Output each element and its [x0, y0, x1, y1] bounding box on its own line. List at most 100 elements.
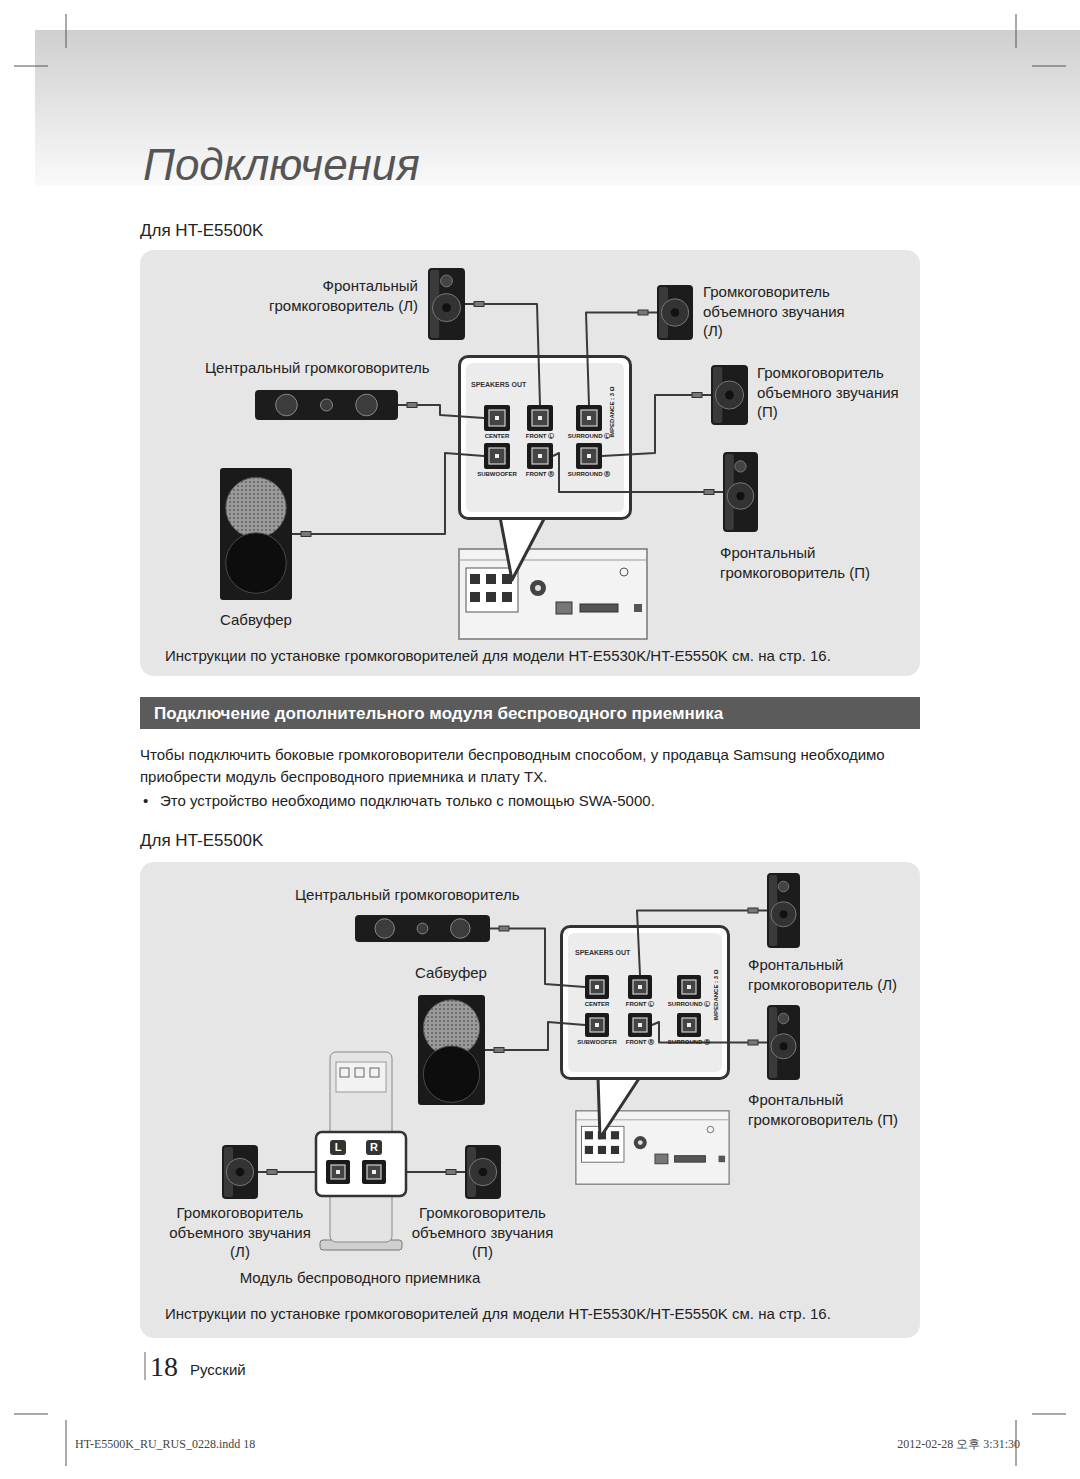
terminal-pin	[638, 985, 642, 989]
tweeter	[778, 881, 789, 892]
terminal-label: FRONT Ⓛ	[515, 433, 565, 440]
subwoofer-cabinet	[220, 468, 292, 600]
terminal-body	[484, 443, 510, 469]
lr-node: R	[362, 1160, 386, 1184]
speaker-dustcap	[736, 492, 744, 500]
speaker-dustcap	[725, 391, 734, 400]
speaker-driver	[715, 381, 743, 409]
terminal-slot	[682, 1018, 696, 1032]
lr-node: L	[326, 1160, 350, 1184]
text-label: 18	[150, 1349, 190, 1385]
speaker-label: Фронтальный громкоговоритель (Л)	[748, 955, 923, 994]
terminal-slot	[331, 1165, 345, 1179]
wire-plug	[692, 393, 702, 398]
speaker-label: Фронтальный громкоговоритель (П)	[748, 1090, 923, 1129]
section-heading: Подключение дополнительного модуля беспр…	[154, 703, 904, 725]
footer-separator	[144, 1352, 146, 1380]
term-graphic	[585, 975, 609, 999]
speaker-label: Фронтальный громкоговоритель (Л)	[243, 276, 418, 315]
speaker-driver	[321, 399, 333, 411]
speaker-wire	[586, 313, 657, 406]
terminal-pin	[595, 1023, 599, 1027]
tower-graphic	[723, 452, 758, 532]
terminal-panel-fill	[560, 925, 730, 1080]
subwoofer-grille	[226, 477, 286, 537]
speaker-cabinet	[355, 915, 490, 942]
subwoofer-port	[226, 533, 286, 593]
wire-plug	[407, 403, 417, 408]
terminal-slot	[367, 1165, 381, 1179]
speaker-cabinet	[657, 285, 693, 340]
term-graphic	[628, 1013, 652, 1037]
diagram-panel	[140, 250, 920, 676]
terminal-body	[677, 1013, 701, 1037]
wire-plug	[494, 1048, 504, 1053]
tower-node: Громкоговоритель объемного звучания (Л)	[657, 285, 693, 340]
speaker-dustcap	[780, 1042, 788, 1050]
terminal-pin	[587, 416, 591, 420]
speaker-driver	[661, 299, 688, 326]
lr-graphic	[362, 1160, 386, 1184]
terminal-label: SURROUND Ⓡ	[564, 471, 614, 478]
tower-graphic	[428, 268, 465, 340]
terminal-label: FRONT Ⓡ	[615, 1039, 665, 1046]
term-graphic	[484, 443, 510, 469]
terminal-label: SURROUND Ⓛ	[664, 1001, 714, 1008]
speaker-wire	[485, 1022, 585, 1050]
term-graphic	[527, 443, 553, 469]
term-graphic	[576, 405, 602, 431]
speaker-cabinet	[465, 1145, 501, 1199]
terminal-slot	[581, 410, 597, 426]
terminal-slot	[590, 1018, 604, 1032]
text-label: Для HT-E5500K	[140, 220, 440, 242]
band-node: Подключение дополнительного модуля беспр…	[140, 697, 920, 729]
terminal-body	[628, 975, 652, 999]
terminal-body	[677, 975, 701, 999]
terminal-panel-fill	[458, 355, 632, 520]
terminal-label: SURROUND Ⓡ	[664, 1039, 714, 1046]
speaker-driver	[771, 902, 796, 927]
terminal-pin	[495, 454, 499, 458]
speaker-label: Сабвуфер	[415, 963, 535, 983]
term-graphic	[628, 975, 652, 999]
terminal-body	[576, 405, 602, 431]
term-node: SURROUND Ⓛ	[677, 975, 701, 999]
terminal-pin	[336, 1170, 340, 1174]
subwoofer-port	[423, 1046, 479, 1102]
terminal-pin	[495, 416, 499, 420]
speaker-label: Громкоговоритель объемного звучания (П)	[757, 363, 912, 422]
term-graphic	[585, 1013, 609, 1037]
terminal-body	[527, 405, 553, 431]
term-node: CENTER	[585, 975, 609, 999]
panel-node: SPEAKERS OUTCENTERFRONT ⓁSURROUND ⓁSUBWO…	[458, 355, 632, 520]
terminal-body	[527, 443, 553, 469]
crop-mark	[1032, 66, 1066, 67]
text-label: HT-E5500K_RU_RUS_0228.indd 18	[75, 1437, 475, 1453]
lr-graphic	[326, 1160, 350, 1184]
speaker-dustcap	[479, 1168, 488, 1177]
speaker-wire	[637, 911, 767, 976]
tweeter	[778, 1013, 789, 1024]
terminal-label: FRONT Ⓡ	[515, 471, 565, 478]
text-label: Это устройство необходимо подключать тол…	[160, 791, 900, 811]
tower-node: Громкоговоритель объемного звучания (П)	[711, 365, 748, 425]
speaker-dustcap	[780, 910, 788, 918]
terminal-label: CENTER	[572, 1001, 622, 1008]
terminal-pin	[538, 416, 542, 420]
term-graphic	[576, 443, 602, 469]
speaker-cabinet	[767, 1005, 800, 1080]
terminal-label: SURROUND Ⓛ	[564, 433, 614, 440]
terminal-slot	[532, 410, 548, 426]
terminal-slot	[633, 980, 647, 994]
panel-node: SPEAKERS OUTCENTERFRONT ⓁSURROUND ⓁSUBWO…	[560, 925, 730, 1080]
speaker-label: Модуль беспроводного приемника	[220, 1268, 500, 1288]
speaker-wire	[490, 929, 585, 988]
terminal-label: FRONT Ⓛ	[615, 1001, 665, 1008]
page-title: Подключения	[143, 136, 420, 193]
terminal-body	[576, 443, 602, 469]
speaker-driver	[417, 923, 428, 934]
term-graphic	[484, 405, 510, 431]
term-node: SURROUND Ⓡ	[576, 443, 602, 469]
term-node: SURROUND Ⓡ	[677, 1013, 701, 1037]
